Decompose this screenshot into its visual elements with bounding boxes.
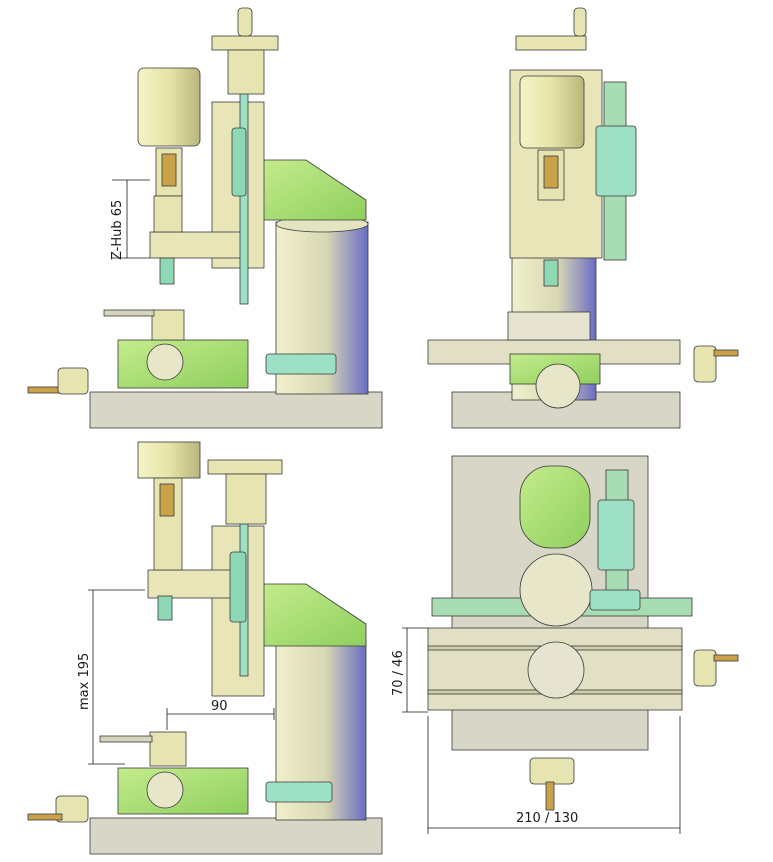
side-view-bottom bbox=[27, 441, 383, 855]
dim-table-width bbox=[427, 716, 681, 834]
front-collet bbox=[543, 259, 559, 287]
x-lead-screw bbox=[27, 386, 63, 394]
vise bbox=[151, 309, 185, 341]
front-vise bbox=[507, 311, 591, 341]
top-spindle-nut bbox=[527, 641, 585, 699]
collet bbox=[159, 257, 175, 285]
z-carriage-2 bbox=[147, 569, 243, 599]
front-view bbox=[427, 7, 739, 429]
handwheel-hub bbox=[227, 49, 265, 95]
base-2 bbox=[89, 817, 383, 855]
motor-2 bbox=[137, 441, 201, 479]
y-lead-screw bbox=[103, 309, 155, 317]
dim-max-height bbox=[88, 589, 145, 765]
dro-unit-2 bbox=[229, 551, 247, 623]
front-dro-unit bbox=[595, 125, 637, 197]
front-handwheel-knob bbox=[573, 7, 587, 37]
gear-2 bbox=[207, 459, 283, 475]
spindle-indicator-2 bbox=[159, 483, 175, 517]
x-handwheel-2 bbox=[55, 795, 89, 823]
dim-table-depth bbox=[402, 627, 428, 713]
dro-unit bbox=[231, 127, 247, 197]
handwheel-x bbox=[146, 343, 184, 381]
column-bracket bbox=[261, 159, 367, 221]
dim-reach-label: 90 bbox=[211, 699, 228, 714]
dim-table-width-label: 210 / 130 bbox=[516, 811, 578, 826]
dim-z-hub-label: Z-Hub 65 bbox=[110, 200, 125, 260]
z-rail bbox=[239, 91, 249, 305]
top-dro-y bbox=[589, 589, 641, 611]
machine-base bbox=[89, 391, 383, 429]
motor bbox=[137, 67, 201, 147]
top-view bbox=[427, 455, 739, 811]
vise-2 bbox=[149, 731, 187, 767]
top-x-handwheel bbox=[693, 649, 717, 687]
top-y-screw-handwheel bbox=[529, 757, 575, 785]
dim-z-hub bbox=[112, 179, 150, 259]
front-y-handwheel bbox=[535, 363, 581, 409]
front-x-screw bbox=[713, 349, 739, 357]
top-handwheel bbox=[519, 553, 593, 627]
y-screw-2 bbox=[99, 735, 153, 743]
spindle-body bbox=[153, 195, 183, 233]
dim-max-height-label: max 195 bbox=[77, 653, 92, 710]
front-x-handwheel bbox=[693, 345, 717, 383]
spindle-indicator bbox=[161, 153, 177, 187]
side-view-top bbox=[27, 7, 383, 429]
front-handwheel-gear bbox=[515, 35, 587, 51]
collet-2 bbox=[157, 595, 173, 621]
handwheel-gear bbox=[211, 35, 279, 51]
dim-reach bbox=[166, 708, 275, 730]
x-screw-2 bbox=[27, 813, 63, 821]
bracket-2 bbox=[261, 583, 367, 647]
top-x-screw bbox=[713, 654, 739, 662]
front-motor bbox=[519, 75, 585, 149]
top-y-screw bbox=[545, 781, 555, 811]
top-green-block bbox=[519, 465, 591, 549]
x-handwheel bbox=[57, 367, 89, 395]
top-dro-unit bbox=[597, 499, 635, 571]
x-dro bbox=[265, 353, 337, 375]
dim-table-depth-label: 70 / 46 bbox=[391, 650, 406, 696]
front-spindle-indicator bbox=[543, 155, 559, 189]
handwheel-knob bbox=[237, 7, 253, 37]
handwheel-x-2 bbox=[146, 771, 184, 809]
z-carriage bbox=[149, 231, 243, 259]
x-dro-2 bbox=[265, 781, 333, 803]
hub-2 bbox=[225, 473, 267, 525]
